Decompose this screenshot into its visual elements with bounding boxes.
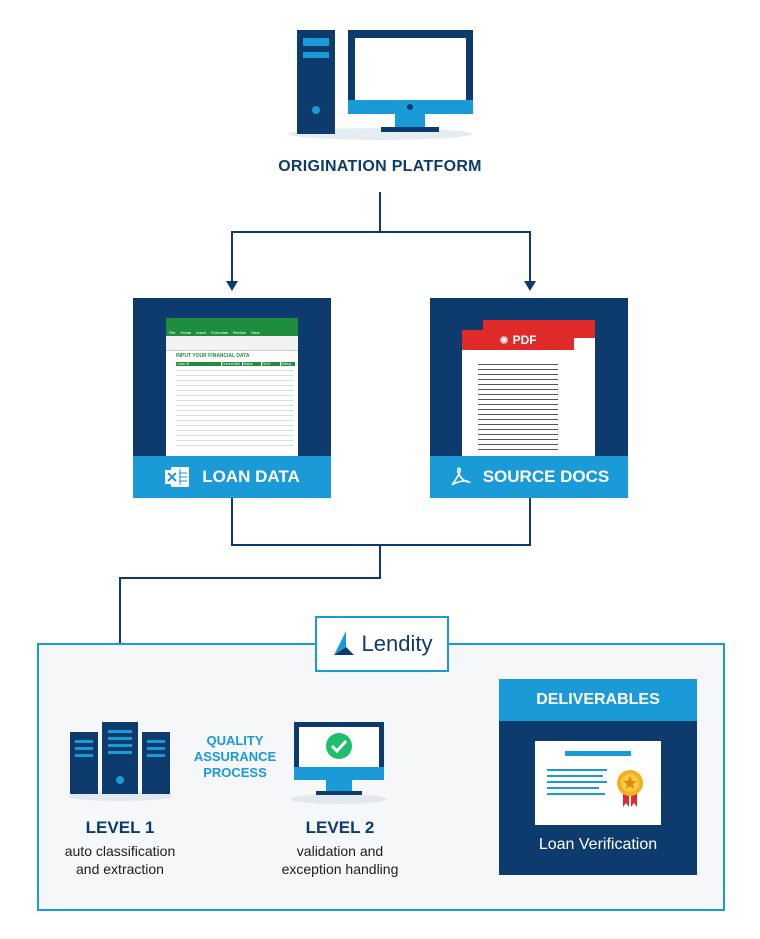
- source-docs-label: SOURCE DOCS: [482, 467, 610, 486]
- qa-line2: ASSURANCE: [193, 749, 277, 764]
- lendity-logo-icon: [332, 629, 356, 659]
- loan-data-panel: File Home Insert Formulas Review View IN…: [133, 298, 331, 456]
- pdf-document-front: ✺ PDF: [462, 330, 574, 456]
- source-docs-band: SOURCE DOCS: [430, 456, 628, 498]
- spreadsheet-image: File Home Insert Formulas Review View IN…: [166, 318, 298, 456]
- deliverables-header-label: DELIVERABLES: [536, 691, 660, 708]
- sheet-col-loan-id: Loan ID: [176, 362, 221, 366]
- servers-icon: [66, 718, 174, 802]
- level2-title: LEVEL 2: [305, 818, 375, 837]
- level2-caption-line2: exception handling: [281, 861, 399, 877]
- menu-formulas: Formulas: [211, 329, 228, 335]
- source-docs-panel: ✺ PDF: [430, 298, 628, 456]
- excel-icon: [164, 465, 190, 489]
- qa-line1: QUALITY: [206, 733, 264, 748]
- certificate-icon: [535, 741, 661, 825]
- sheet-rows: [176, 366, 294, 446]
- deliverables-panel: DELIVERABLES Loan Verification: [499, 679, 697, 875]
- sheet-title: INPUT YOUR FINANCIAL DATA: [176, 353, 250, 359]
- loan-data-band: LOAN DATA: [133, 456, 331, 498]
- level1-caption-line1: auto classification: [64, 843, 176, 859]
- menu-view: View: [250, 329, 260, 335]
- sheet-col-rating: Rating: [281, 362, 295, 366]
- acrobat-icon: [449, 466, 471, 488]
- sheet-col-status: Status: [243, 362, 261, 366]
- monitor-check-icon: [286, 720, 392, 804]
- qa-line3: PROCESS: [203, 765, 267, 780]
- deliverables-header: DELIVERABLES: [499, 679, 697, 721]
- lendity-brand: Lendity: [361, 631, 433, 656]
- menu-file: File: [169, 329, 176, 335]
- level1-caption-line2: and extraction: [76, 861, 164, 877]
- pdf-icon: ✺: [499, 334, 509, 347]
- level2-caption-line1: validation and: [296, 843, 384, 859]
- pdf-label: PDF: [512, 333, 537, 347]
- document-text-lines: [478, 360, 558, 450]
- menu-insert: Insert: [196, 329, 207, 335]
- menu-review: Review: [232, 329, 246, 335]
- level1-title: LEVEL 1: [85, 818, 155, 837]
- deliverable-item-label: Loan Verification: [538, 836, 658, 853]
- origination-platform-label: ORIGINATION PLATFORM: [278, 158, 482, 175]
- sheet-col-fico: FICO: [262, 362, 280, 366]
- loan-data-label: LOAN DATA: [202, 467, 300, 486]
- lendity-logo-box: Lendity: [315, 616, 449, 672]
- sheet-col-balance: Current Bal: [222, 362, 242, 366]
- computer-icon: [285, 28, 475, 143]
- menu-home: Home: [180, 329, 192, 335]
